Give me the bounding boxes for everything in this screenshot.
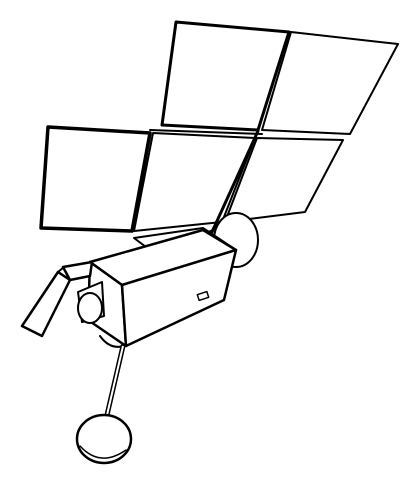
body-vent xyxy=(196,290,210,302)
spacecraft-body xyxy=(86,228,238,348)
array-crossbar xyxy=(149,129,263,135)
side-antenna-flap xyxy=(20,260,94,338)
lower-dish-antenna xyxy=(75,413,133,465)
solar-panel-upper-right xyxy=(261,31,399,135)
front-instrument xyxy=(77,281,125,348)
array-boom xyxy=(210,129,260,234)
solar-panel-lower-left xyxy=(39,125,152,233)
solar-array xyxy=(39,20,399,234)
